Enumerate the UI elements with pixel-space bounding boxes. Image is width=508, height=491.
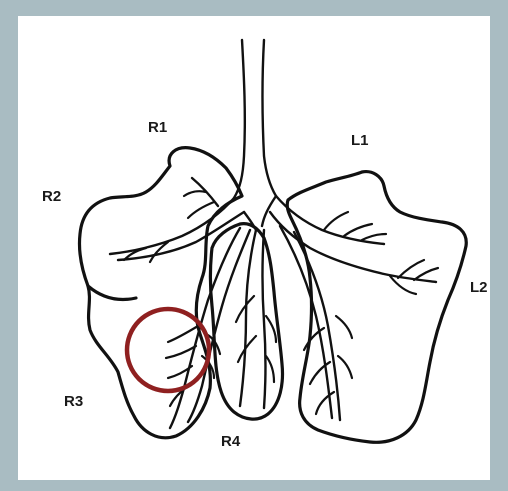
diagram-panel: R1 R2 R3 R4 L1 L2 (18, 16, 490, 480)
label-r2: R2 (42, 188, 61, 205)
trachea-right-wall (263, 40, 277, 196)
label-r4: R4 (221, 433, 241, 450)
label-l2: L2 (470, 279, 488, 296)
lung-diagram: R1 R2 R3 R4 L1 L2 (18, 16, 490, 480)
right-lower-lobe-line (88, 286, 136, 300)
label-r1: R1 (148, 119, 167, 136)
label-r3: R3 (64, 393, 83, 410)
carina-right (262, 196, 276, 226)
label-l1: L1 (351, 132, 369, 149)
trachea-left-wall (234, 40, 245, 198)
r4-bronchus-a (240, 230, 256, 406)
r4-bronchus-b (263, 230, 266, 408)
carina-left (244, 212, 256, 230)
right-lung-outline (79, 148, 242, 438)
right-bronchus-upper (110, 198, 234, 254)
